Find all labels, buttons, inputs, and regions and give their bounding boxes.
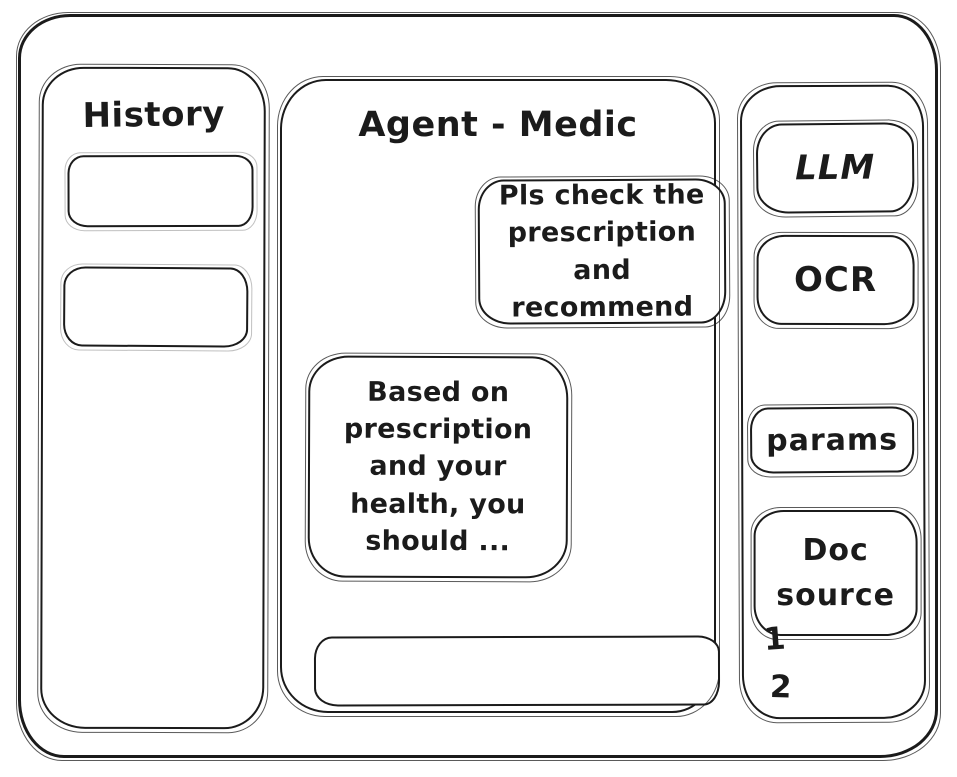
doc-source-item-2[interactable]: 2 [769, 668, 793, 706]
doc-source-item-1[interactable]: 1 [762, 620, 787, 658]
agent-message-bubble: Based on prescription and your health, y… [307, 355, 569, 579]
app-window-frame: History Agent - Medic Pls check the pres… [15, 11, 941, 761]
chat-title: Agent - Medic [358, 105, 638, 145]
ocr-button[interactable]: OCR [756, 234, 915, 326]
params-button[interactable]: params [749, 406, 915, 474]
history-title: History [82, 93, 226, 137]
tools-panel: LLM OCR params Doc source 1 2 [739, 84, 927, 720]
user-message-bubble: Pls check the prescription and recommend [477, 178, 727, 325]
history-item-2[interactable] [62, 266, 249, 348]
history-item-1[interactable] [67, 154, 254, 228]
history-panel: History [40, 66, 266, 730]
message-input[interactable] [313, 635, 721, 707]
doc-source-button[interactable]: Doc source [753, 509, 918, 636]
llm-button[interactable]: LLM [755, 122, 915, 214]
chat-panel: Agent - Medic Pls check the prescription… [276, 75, 727, 717]
